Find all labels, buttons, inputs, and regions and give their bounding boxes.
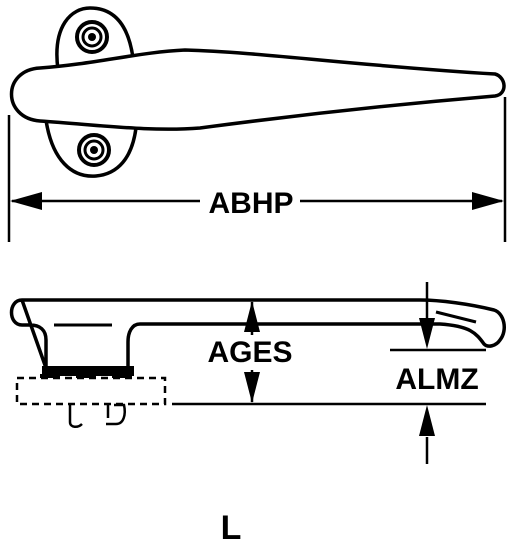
hidden-latch xyxy=(68,403,126,428)
offset-label: ALMZ xyxy=(395,363,478,396)
height-label: AGES xyxy=(207,336,292,369)
offset-dimension xyxy=(390,282,486,464)
height-dimension xyxy=(172,301,486,406)
side-handle-lever xyxy=(9,298,506,369)
base-plate xyxy=(40,366,134,378)
hidden-escutcheon xyxy=(15,376,167,406)
overall-length-label: ABHP xyxy=(208,187,293,220)
side-view xyxy=(9,298,506,369)
lower-screw-icon xyxy=(77,133,111,167)
overall-length-dimension xyxy=(7,97,507,242)
view-code-label: L xyxy=(221,509,242,547)
top-view xyxy=(9,6,506,178)
upper-screw-icon xyxy=(75,20,109,54)
handle-body xyxy=(9,48,506,131)
